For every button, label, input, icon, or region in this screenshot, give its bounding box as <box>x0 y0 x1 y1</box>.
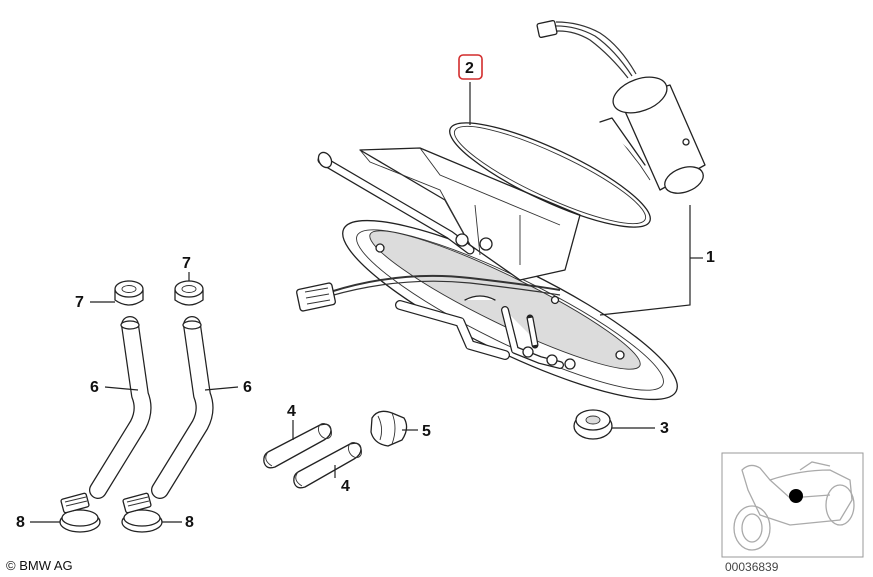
pump-motor <box>536 20 706 194</box>
clamp-clip[interactable] <box>370 410 408 447</box>
hose-clamp-small-right[interactable] <box>174 280 204 306</box>
callout-7-left[interactable]: 7 <box>75 294 84 311</box>
screw-clamp-right[interactable] <box>121 492 163 533</box>
fuel-tube <box>317 151 493 255</box>
diagram-id: 00036839 <box>725 560 779 574</box>
electrical-connector <box>296 282 336 312</box>
callout-7-right[interactable]: 7 <box>182 255 191 272</box>
hose-sleeve-lower[interactable] <box>293 440 364 489</box>
callout-4-lower[interactable]: 4 <box>341 478 350 495</box>
gasket-ring[interactable] <box>439 105 660 245</box>
callout-3[interactable]: 3 <box>660 420 669 437</box>
grommet[interactable] <box>573 409 613 440</box>
leader-lines <box>30 82 703 523</box>
location-marker <box>789 489 803 503</box>
callout-1[interactable]: 1 <box>706 249 715 266</box>
wiring-harness <box>329 274 561 297</box>
screw-clamp-left[interactable] <box>59 492 101 533</box>
copyright-label: © BMW AG <box>6 558 73 573</box>
callout-8-left[interactable]: 8 <box>16 514 25 531</box>
callout-6-right[interactable]: 6 <box>243 379 252 396</box>
callout-5[interactable]: 5 <box>422 423 431 440</box>
callout-8-right[interactable]: 8 <box>185 514 194 531</box>
fuel-pump-assembly[interactable] <box>296 20 707 429</box>
fuel-hose-right[interactable] <box>151 316 214 499</box>
callout-4-upper[interactable]: 4 <box>287 403 296 420</box>
callout-2-highlight <box>458 54 483 80</box>
callout-2[interactable]: 2 <box>465 60 474 77</box>
hose-sleeve-upper[interactable] <box>263 421 334 469</box>
callout-labels: 1 2 3 4 4 5 6 6 7 7 8 8 <box>16 54 715 531</box>
callout-6-left[interactable]: 6 <box>90 379 99 396</box>
hose-fittings <box>395 295 576 370</box>
hose-clamp-small-left[interactable] <box>114 280 144 306</box>
fuel-hose-left[interactable] <box>89 316 152 499</box>
location-thumbnail: 00036839 <box>721 452 864 574</box>
pump-bracket <box>359 147 581 281</box>
